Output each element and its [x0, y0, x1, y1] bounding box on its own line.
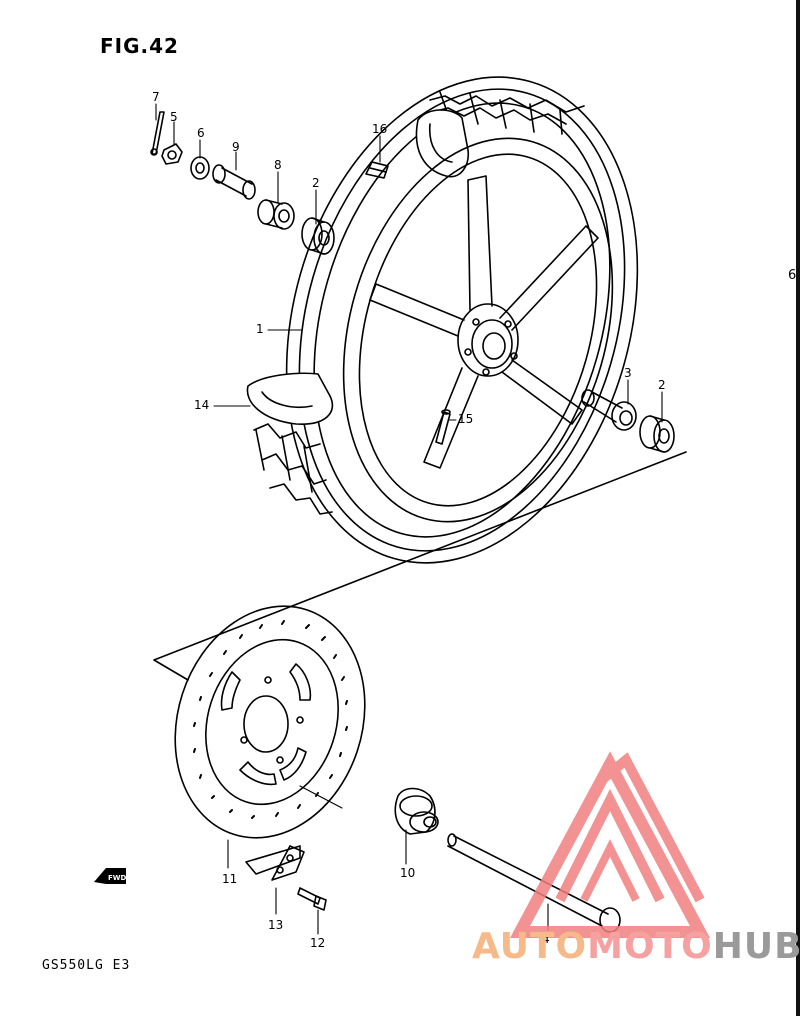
model-code: GS550LG E3: [42, 958, 131, 973]
callout-7: 7: [152, 90, 160, 104]
watermark-text: AUTOMOTOHUB: [472, 926, 800, 967]
callout-16: 16: [372, 122, 388, 136]
forward-arrow-icon: FWD: [94, 868, 127, 884]
watermark-auto: AUTO: [472, 926, 588, 967]
callout-12: 12: [310, 936, 326, 950]
collar: [257, 199, 295, 230]
tire: [253, 76, 639, 564]
bearing-right: [639, 415, 675, 453]
brake-disc: [174, 605, 366, 839]
assembly-guide-lines: [153, 451, 687, 681]
callout-8: 8: [274, 158, 282, 172]
callout-13: 13: [268, 918, 284, 932]
leader-lines: [155, 103, 663, 935]
callout-2-upper: 2: [312, 176, 320, 190]
callout-10: 10: [400, 866, 416, 880]
washer: [190, 156, 210, 180]
lock-washer: [245, 845, 305, 881]
side-mark: 6: [788, 268, 797, 283]
wheel-rim: [342, 137, 614, 523]
speedometer-gearbox: [394, 787, 439, 835]
spacer-right: [581, 389, 637, 431]
callout-3: 3: [624, 366, 632, 380]
valve-stem: [435, 409, 451, 445]
callout-1: 1: [256, 322, 264, 336]
callout-9: 9: [232, 140, 240, 154]
callout-6: 6: [197, 126, 205, 140]
callout-15: 15: [458, 412, 474, 426]
callout-5: 5: [170, 110, 178, 124]
tube-band-top: [415, 109, 470, 178]
callout-4: 4: [542, 932, 550, 946]
castle-nut: [161, 143, 183, 165]
balance-weight: [365, 161, 389, 179]
bearing-upper: [301, 217, 335, 255]
callout-2-right: 2: [658, 378, 666, 392]
watermark-moto: MOTO: [587, 926, 713, 967]
spacer-tube: [212, 164, 256, 200]
watermark-logo-icon: [509, 751, 711, 938]
right-frame-border: [796, 0, 800, 1016]
disc-bolt: [297, 887, 327, 911]
tube-band-14: [246, 372, 334, 425]
callout-14: 14: [194, 398, 210, 412]
watermark-hub: HUB: [712, 926, 800, 967]
cotter-pin: [150, 111, 165, 156]
callout-11: 11: [222, 872, 238, 886]
fwd-label: FWD: [108, 874, 127, 882]
figure-title: FIG.42: [100, 34, 179, 58]
